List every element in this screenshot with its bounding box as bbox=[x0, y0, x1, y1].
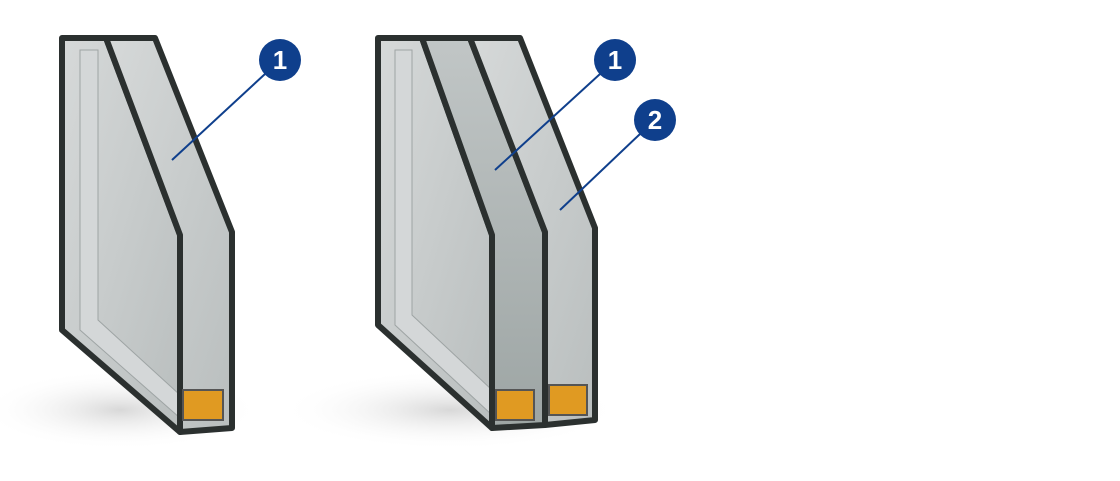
callout-label: 1 bbox=[273, 45, 287, 75]
callout-badge-1: 1 bbox=[594, 39, 636, 81]
desiccant bbox=[495, 389, 535, 421]
callout-badge-1: 1 bbox=[259, 39, 301, 81]
callout-line bbox=[559, 133, 641, 211]
callout-label: 1 bbox=[608, 45, 622, 75]
callout-badge-2: 2 bbox=[634, 99, 676, 141]
double-chamber-unit: 1 2 bbox=[375, 35, 676, 431]
front-pane bbox=[467, 35, 598, 428]
single-chamber-unit: 1 bbox=[59, 35, 301, 435]
callout-line bbox=[171, 73, 266, 161]
desiccant bbox=[182, 389, 224, 421]
front-pane bbox=[103, 35, 235, 435]
desiccant bbox=[548, 384, 588, 416]
callout-label: 2 bbox=[648, 105, 662, 135]
callout-line bbox=[494, 73, 601, 171]
